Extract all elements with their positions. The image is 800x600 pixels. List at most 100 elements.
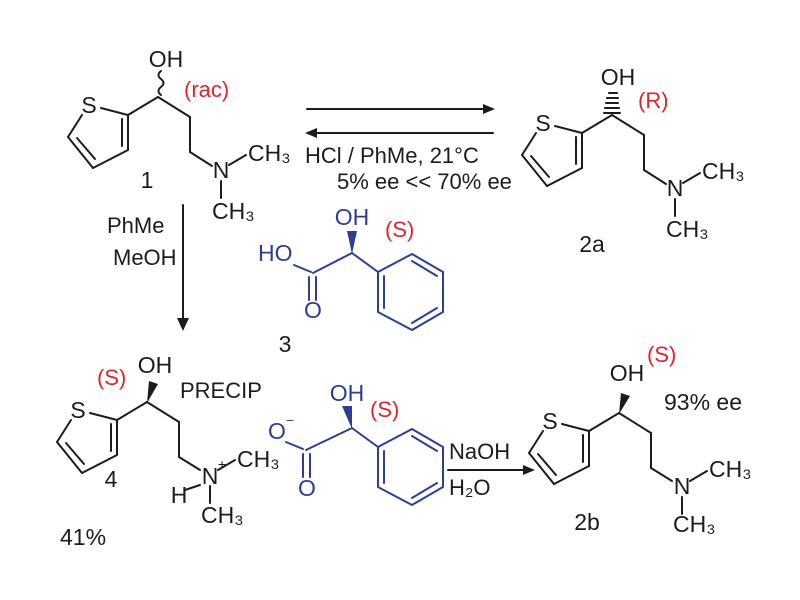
bond (178, 456, 201, 471)
plus-charge-label: + (218, 456, 226, 472)
bond (217, 459, 236, 471)
mandelate-anion: O − OH O (S) (268, 380, 444, 506)
sulfur-label: S (542, 408, 557, 434)
methyl-label: CH₃ (702, 158, 745, 184)
solvent-label: H₂O (449, 475, 491, 500)
bond (92, 149, 129, 169)
compound-number: 3 (279, 331, 292, 357)
arrowhead-right (483, 104, 495, 114)
bond (351, 252, 379, 273)
minus-charge-label: − (286, 412, 294, 428)
compound-4: OH (S) PRECIP S N + H CH₃ CH₃ 4 41% (56, 352, 280, 550)
carbonyl-o-label: O (298, 475, 316, 501)
bond (521, 132, 537, 156)
oh-label: OH (610, 360, 645, 386)
double-bond-inner (411, 307, 438, 324)
double-bond-inner (76, 137, 96, 160)
bond (228, 154, 247, 166)
stereo-label: (S) (97, 365, 126, 390)
bond (56, 441, 83, 474)
compound-number: 1 (141, 167, 154, 193)
hydrolysis-arrow: NaOH H₂O (447, 439, 535, 500)
compound-3: HO OH O (S) 3 (258, 204, 444, 357)
oh-label: OH (330, 380, 365, 406)
nitrogen-label: N (667, 175, 684, 201)
stereo-label: (R) (638, 88, 669, 113)
stereo-label: (S) (370, 397, 399, 422)
bond (312, 252, 353, 274)
o-anion-label: O (268, 418, 286, 444)
methyl-label: CH₃ (666, 216, 709, 242)
bond (643, 169, 667, 185)
double-bond-inner (530, 155, 550, 178)
precipitation-arrow: PhMe MeOH (107, 204, 189, 331)
nitrogen-label: N (213, 157, 230, 183)
bond (581, 114, 613, 134)
compound-number: 4 (105, 466, 118, 492)
arrowhead-right (523, 465, 535, 475)
solvent-label: PhMe (107, 213, 164, 238)
bond (81, 454, 118, 474)
bond (305, 427, 353, 451)
bond (611, 114, 645, 136)
methyl-label: CH₃ (673, 511, 716, 537)
bond (89, 412, 118, 421)
bond (67, 136, 94, 169)
bond (146, 401, 180, 423)
bond (67, 114, 83, 138)
sulfur-label: S (81, 92, 96, 118)
bond (650, 467, 673, 482)
oh-label: OH (149, 46, 184, 72)
nitrogen-label: N (202, 463, 219, 489)
bond (100, 107, 129, 116)
methyl-label: CH₃ (709, 456, 752, 482)
hydrogen-label: H (171, 482, 188, 508)
bond (127, 96, 159, 116)
bond (561, 423, 590, 432)
bond (682, 172, 701, 184)
double-bond-inner (411, 482, 438, 499)
bond (116, 401, 148, 421)
methyl-label: CH₃ (201, 502, 244, 528)
compound-number: 2a (579, 231, 605, 257)
bond (618, 412, 652, 434)
nitrogen-label: N (674, 473, 691, 499)
bond (588, 412, 620, 432)
bond (184, 484, 201, 491)
bond (56, 419, 72, 443)
arrowhead-left (305, 128, 317, 138)
methyl-label: CH₃ (237, 446, 280, 472)
stereo-label: (S) (385, 217, 414, 242)
oh-label: OH (335, 204, 370, 230)
double-bond-inner (411, 435, 438, 452)
wedge-bond (342, 406, 352, 429)
bond (528, 452, 555, 485)
equilibrium-arrows: HCl / PhMe, 21°C 5% ee << 70% ee (305, 104, 512, 194)
bond (546, 167, 583, 187)
bond (521, 154, 548, 187)
compound-2a: OH (R) S N CH₃ CH₃ 2a (521, 64, 745, 257)
reagent-label: NaOH (449, 439, 510, 464)
carbonyl-o-label: O (304, 297, 322, 323)
methyl-label: CH₃ (248, 140, 291, 166)
bond (553, 465, 590, 485)
wedge-bond (619, 393, 630, 414)
sulfur-label: S (70, 397, 85, 423)
precipitate-label: PRECIP (180, 378, 262, 403)
sulfur-label: S (535, 110, 550, 136)
oh-label: OH (138, 352, 173, 378)
conditions-label: HCl / PhMe, 21°C (305, 143, 479, 168)
stereo-label: (rac) (184, 77, 229, 102)
bond (189, 151, 213, 167)
compound-2b: OH (S) 93% ee S N CH₃ CH₃ 2b (528, 342, 752, 537)
wavy-bond (157, 70, 165, 96)
ho-label: HO (258, 240, 293, 266)
bond (293, 264, 312, 273)
double-bond-inner (65, 442, 85, 465)
bond (285, 441, 304, 450)
wedge-bond (347, 231, 357, 254)
arrowhead-down (177, 318, 189, 331)
oh-label: OH (601, 64, 636, 90)
